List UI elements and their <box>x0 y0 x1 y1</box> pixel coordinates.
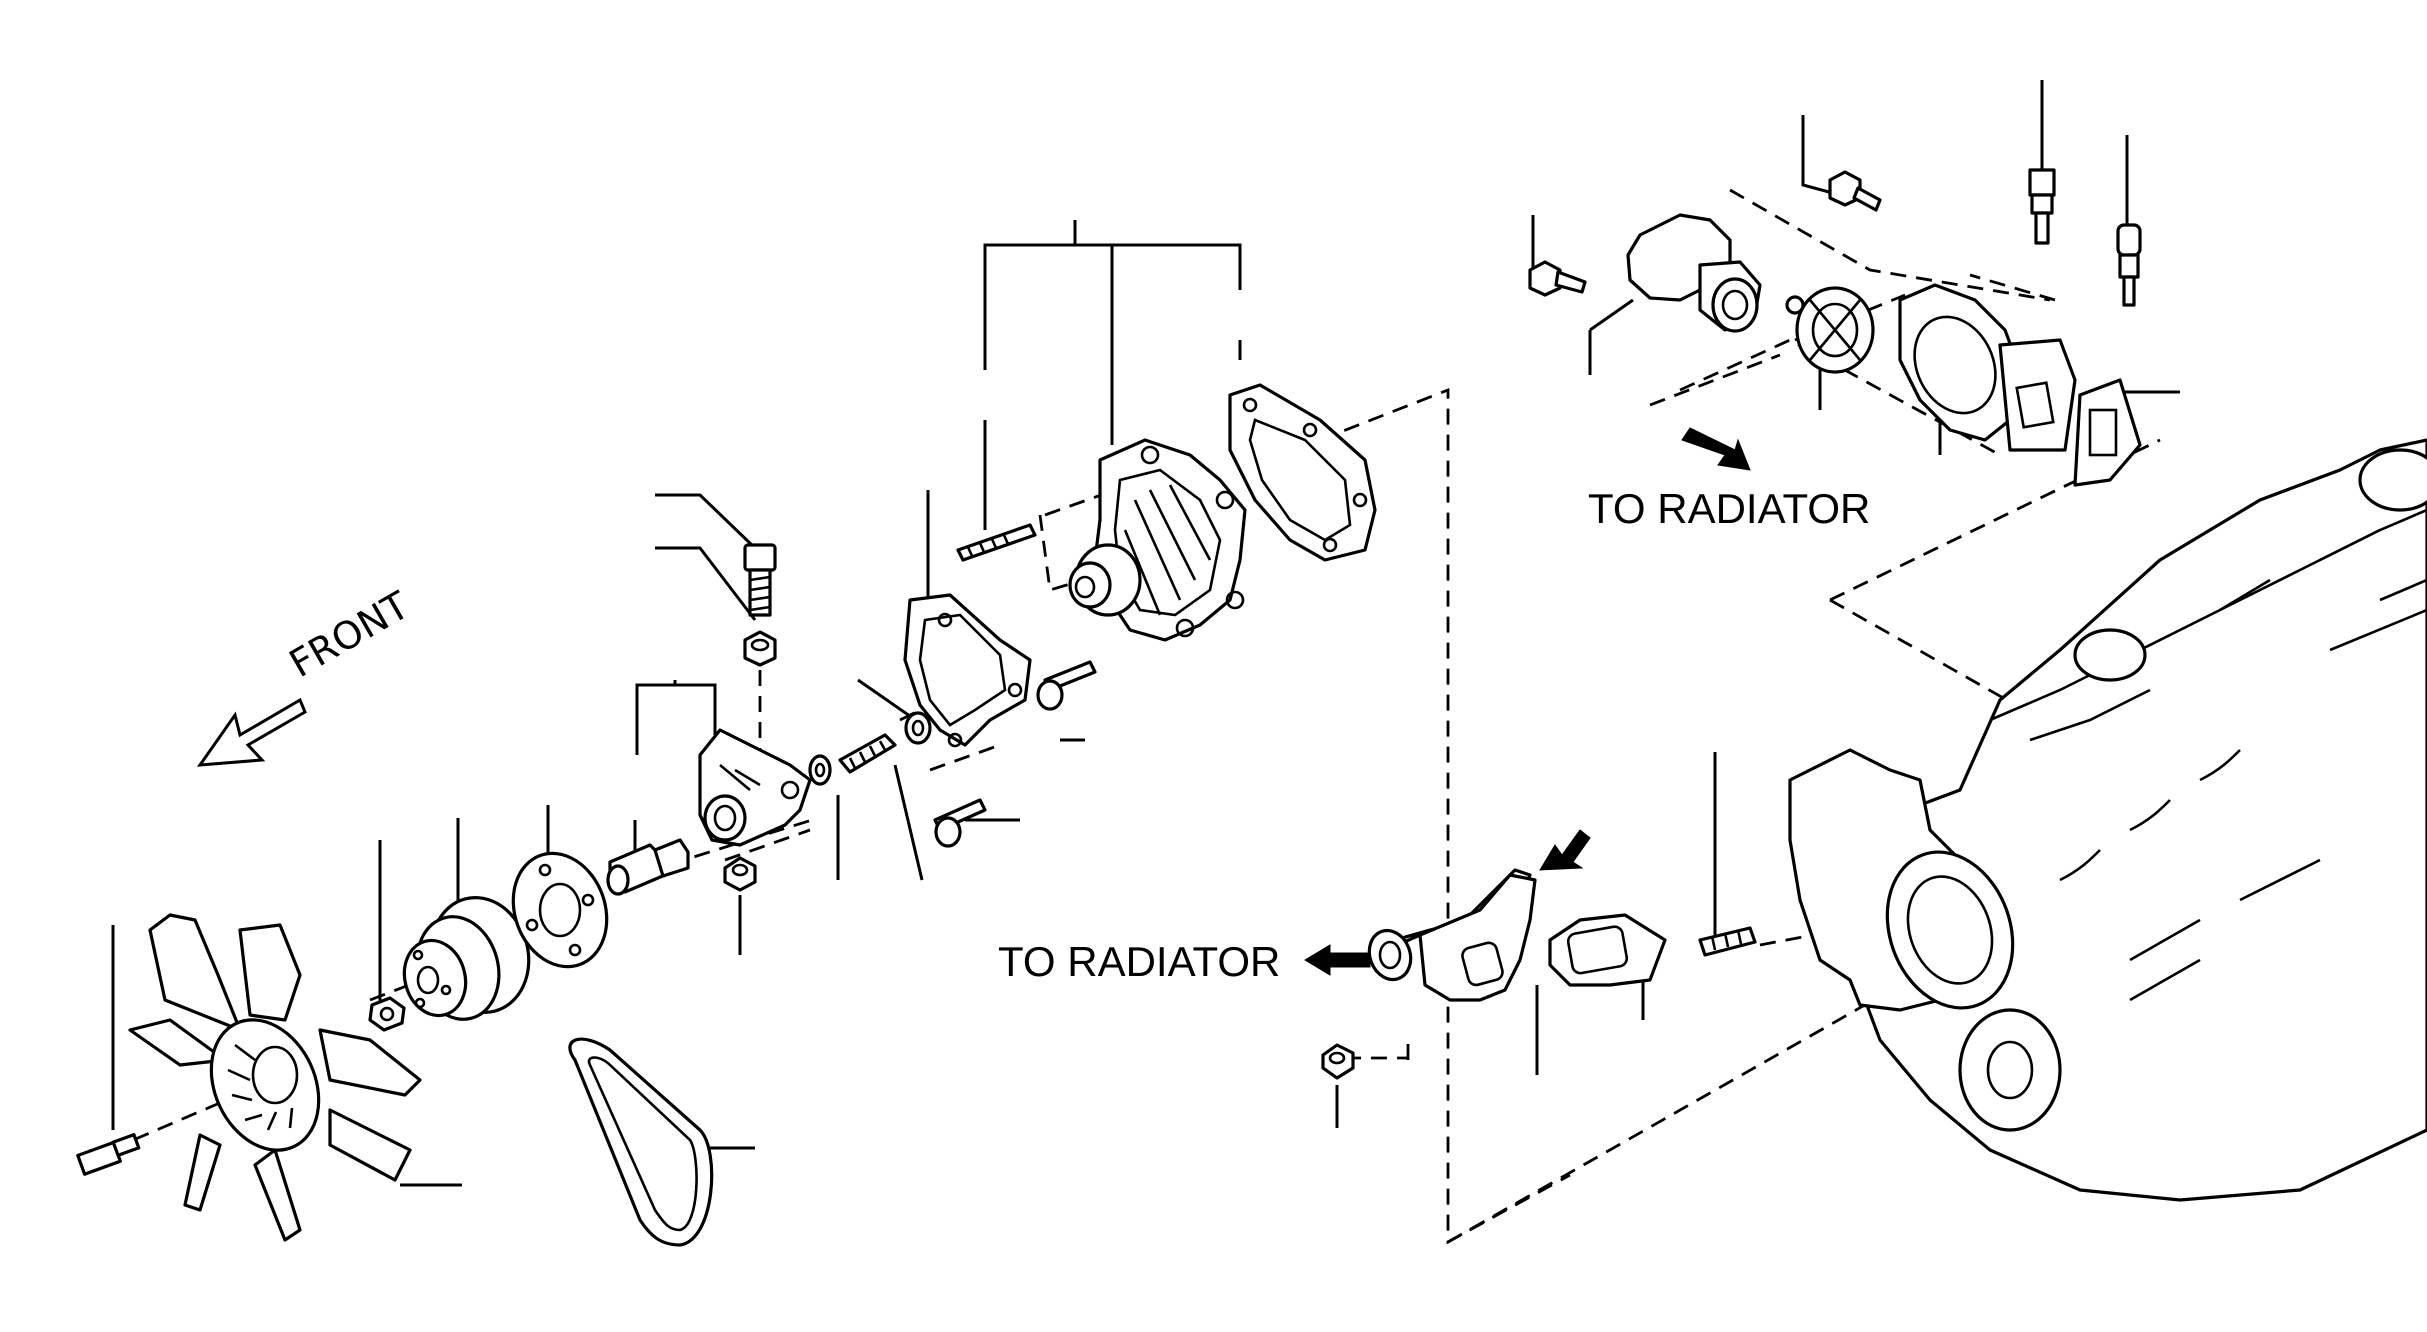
temp-sensor-2 <box>2116 223 2142 307</box>
front-arrow-icon <box>196 697 307 767</box>
cover-washer <box>904 711 932 745</box>
pump-cover-plate <box>903 593 1032 748</box>
upper-bolt <box>1828 170 1882 212</box>
arrow-right-icon-top <box>1681 427 1751 471</box>
thermostat-case <box>1898 283 2077 452</box>
water-pump <box>1068 438 1247 642</box>
small-washer <box>808 754 832 786</box>
thermostat <box>1785 286 1875 374</box>
to-radiator-label-mid: TO RADIATOR <box>998 938 1281 985</box>
bracket-housing <box>698 728 812 847</box>
thermostat-gasket <box>2073 378 2142 487</box>
arrow-right-icon-mid <box>1539 829 1591 871</box>
pulley-nut <box>368 996 406 1032</box>
water-outlet <box>1367 868 1537 1002</box>
arrow-left-icon <box>1304 944 1371 976</box>
to-radiator-label-top: TO RADIATOR <box>1588 485 1871 532</box>
thermostat-bolt-left <box>1528 260 1587 297</box>
pump-stud <box>956 523 1037 562</box>
cover-bolt-right <box>1036 660 1097 711</box>
cooling-fan <box>128 913 422 1242</box>
cover-bolt-left <box>933 798 987 848</box>
outlet-stud <box>1698 926 1757 957</box>
stud-bolt <box>838 733 897 774</box>
outlet-nut <box>1321 1043 1355 1080</box>
spacer-plate <box>511 851 609 969</box>
temp-sensor-1 <box>2028 168 2056 245</box>
engine-block <box>1788 438 2427 1202</box>
outlet-gasket <box>1548 913 1667 987</box>
v-belt <box>568 1037 714 1247</box>
bracket-washer <box>743 630 777 667</box>
bracket-nut <box>723 856 757 892</box>
bracket-bolt <box>743 543 777 617</box>
shaft <box>606 838 690 896</box>
thermostat-housing <box>1626 213 1762 333</box>
pump-gasket <box>1228 383 1377 562</box>
pulley <box>402 896 531 1021</box>
fan-bolt <box>76 1133 141 1176</box>
